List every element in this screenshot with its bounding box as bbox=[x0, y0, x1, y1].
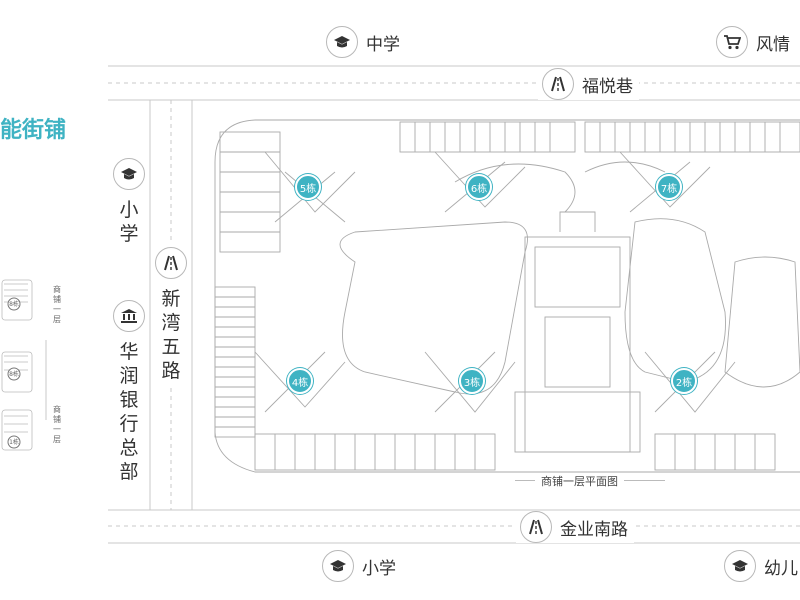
road-icon bbox=[520, 511, 552, 543]
left-bldg-label-3: 1栋 bbox=[9, 439, 19, 446]
road-icon bbox=[155, 247, 187, 279]
road-top-label: 福悦巷 bbox=[582, 76, 633, 97]
road-bottom-label: 金业南路 bbox=[560, 519, 628, 540]
building-3-badge: 3栋 bbox=[459, 368, 485, 394]
poi-left-school: 小学 bbox=[113, 158, 145, 246]
graduation-cap-icon bbox=[326, 26, 358, 58]
left-panel-title: 能街铺 bbox=[0, 118, 67, 143]
floor-plan-caption: 商铺一层平面图 bbox=[535, 473, 624, 489]
bank-icon bbox=[113, 300, 145, 332]
poi-top-shop-label: 风情 bbox=[756, 34, 790, 55]
shopping-cart-icon bbox=[716, 26, 748, 58]
poi-bottom-school-label: 小学 bbox=[362, 558, 396, 579]
poi-left-school-label: 小学 bbox=[119, 199, 139, 245]
left-floor-label-2: 商铺一层 bbox=[53, 405, 61, 444]
poi-left-bank: 华润银行总部 bbox=[113, 300, 145, 484]
left-floor-label-1: 商铺一层 bbox=[53, 285, 61, 324]
poi-top-school-label: 中学 bbox=[366, 34, 400, 55]
poi-top-shop: 风情 bbox=[716, 26, 790, 58]
graduation-cap-icon bbox=[322, 550, 354, 582]
left-thumbnail-plans bbox=[1, 279, 47, 451]
road-top: 福悦巷 bbox=[538, 68, 639, 100]
building-2-badge: 2栋 bbox=[671, 368, 697, 394]
building-4-badge: 4栋 bbox=[287, 368, 313, 394]
road-left: 新湾五路 bbox=[155, 243, 187, 387]
graduation-cap-icon bbox=[724, 550, 756, 582]
poi-bottom-kinder-label: 幼儿 bbox=[764, 558, 798, 579]
road-icon bbox=[542, 68, 574, 100]
graduation-cap-icon bbox=[113, 158, 145, 190]
poi-left-bank-label: 华润银行总部 bbox=[119, 341, 139, 483]
poi-top-school: 中学 bbox=[326, 26, 400, 58]
poi-bottom-kinder: 幼儿 bbox=[724, 550, 798, 582]
road-bottom: 金业南路 bbox=[516, 511, 634, 543]
building-6-badge: 6栋 bbox=[466, 174, 492, 200]
poi-bottom-school: 小学 bbox=[322, 550, 396, 582]
road-left-label: 新湾五路 bbox=[161, 288, 181, 382]
left-bldg-label-2: 8栋 bbox=[9, 371, 19, 378]
left-bldg-label-1: 8栋 bbox=[9, 301, 19, 308]
building-5-badge: 5栋 bbox=[295, 174, 321, 200]
site-plan bbox=[214, 119, 800, 473]
building-7-badge: 7栋 bbox=[656, 174, 682, 200]
